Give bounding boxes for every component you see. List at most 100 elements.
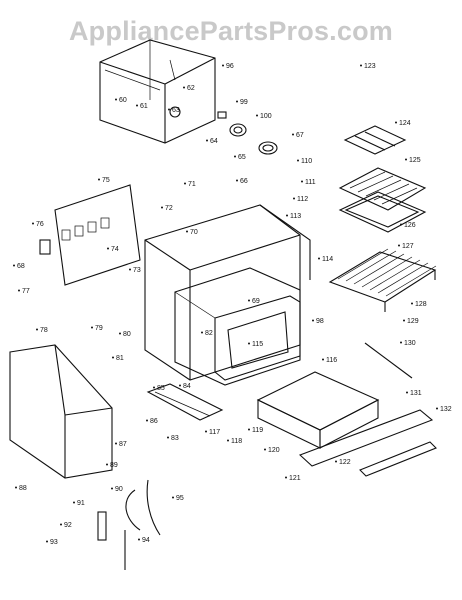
- leader-dot-77: [18, 289, 20, 292]
- leader-dot-63: [168, 108, 170, 111]
- leader-dot-113: [286, 214, 288, 217]
- part-label-63: 63: [172, 107, 180, 114]
- leader-dot-75: [98, 178, 100, 181]
- part-label-96: 96: [226, 63, 234, 70]
- part-label-95: 95: [176, 495, 184, 502]
- part-label-116: 116: [326, 357, 337, 364]
- leader-dot-93: [46, 540, 48, 543]
- leader-dot-124: [395, 121, 397, 124]
- leveling-parts: [97, 479, 161, 570]
- oven-liner: [174, 267, 301, 386]
- leader-dot-122: [335, 460, 337, 463]
- leader-dot-90: [111, 487, 113, 490]
- leader-dot-76: [32, 222, 34, 225]
- leader-dot-91: [73, 501, 75, 504]
- leader-dot-87: [115, 442, 117, 445]
- leader-dot-83: [167, 436, 169, 439]
- part-label-132: 132: [440, 406, 452, 413]
- leader-dot-114: [318, 257, 320, 260]
- part-label-67: 67: [296, 132, 304, 139]
- leader-dot-100: [256, 114, 258, 117]
- part-label-113: 113: [290, 213, 301, 220]
- part-label-83: 83: [171, 435, 179, 442]
- part-label-76: 76: [36, 221, 44, 228]
- leader-dot-65: [234, 155, 236, 158]
- leader-dot-78: [36, 328, 38, 331]
- leader-dot-115: [248, 342, 250, 345]
- leader-dot-130: [400, 341, 402, 344]
- leader-dot-116: [322, 358, 324, 361]
- part-label-61: 61: [140, 103, 148, 110]
- leader-dot-60: [115, 98, 117, 101]
- leader-dot-61: [136, 104, 138, 107]
- leader-dot-126: [400, 223, 402, 226]
- part-label-117: 117: [209, 429, 220, 436]
- storage-drawer: [256, 371, 380, 449]
- part-label-94: 94: [142, 537, 150, 544]
- leader-dot-62: [183, 86, 185, 89]
- part-label-124: 124: [399, 120, 411, 127]
- leader-dot-82: [201, 331, 203, 334]
- leader-dot-70: [186, 230, 188, 233]
- leader-dot-89: [106, 463, 108, 466]
- part-label-90: 90: [115, 486, 123, 493]
- watermark: AppliancePartsPros.com: [68, 16, 393, 46]
- part-label-89: 89: [110, 462, 118, 469]
- part-label-84: 84: [183, 383, 191, 390]
- leader-dot-86: [146, 419, 148, 422]
- leader-dot-128: [411, 302, 413, 305]
- part-label-123: 123: [364, 63, 376, 70]
- leader-dot-79: [91, 326, 93, 329]
- part-label-115: 115: [252, 341, 263, 348]
- leader-dot-111: [301, 180, 303, 183]
- part-label-92: 92: [64, 522, 72, 529]
- side-panel-75: [39, 184, 141, 286]
- leader-dot-99: [236, 100, 238, 103]
- part-label-77: 77: [22, 288, 30, 295]
- part-label-118: 118: [231, 438, 242, 445]
- part-label-73: 73: [133, 267, 141, 274]
- part-label-121: 121: [289, 475, 301, 482]
- leader-dot-117: [205, 430, 207, 433]
- burner-ring-parts: [217, 111, 278, 155]
- part-label-130: 130: [404, 340, 416, 347]
- part-label-127: 127: [402, 243, 414, 250]
- drawer-front: [298, 409, 437, 477]
- part-label-98: 98: [316, 318, 324, 325]
- part-label-91: 91: [77, 500, 85, 507]
- part-label-85: 85: [157, 385, 165, 392]
- part-label-131: 131: [410, 390, 422, 397]
- part-label-78: 78: [40, 327, 48, 334]
- part-label-71: 71: [188, 181, 196, 188]
- leader-dot-69: [248, 299, 250, 302]
- part-label-110: 110: [301, 158, 312, 165]
- oven-rack: [328, 248, 437, 312]
- part-label-70: 70: [190, 229, 198, 236]
- part-label-111: 111: [305, 179, 316, 186]
- leader-dot-84: [179, 384, 181, 387]
- leader-dot-110: [297, 159, 299, 162]
- leader-dot-67: [292, 133, 294, 136]
- leader-dot-132: [436, 407, 438, 410]
- part-label-100: 100: [260, 113, 272, 120]
- leader-dot-72: [161, 206, 163, 209]
- leader-dot-127: [398, 244, 400, 247]
- leader-dot-96: [222, 64, 224, 67]
- leader-dot-95: [172, 496, 174, 499]
- leader-dot-121: [285, 476, 287, 479]
- part-label-112: 112: [297, 196, 308, 203]
- cabinet-top-box: [99, 39, 216, 144]
- leader-dot-112: [293, 197, 295, 200]
- part-label-119: 119: [252, 427, 263, 434]
- leader-dot-71: [184, 182, 186, 185]
- bottom-bracket-86: [146, 383, 224, 421]
- leader-dot-88: [15, 486, 17, 489]
- leader-dot-68: [13, 264, 15, 267]
- leader-dot-66: [236, 179, 238, 182]
- leader-dot-118: [227, 439, 229, 442]
- leader-dot-81: [112, 356, 114, 359]
- part-label-65: 65: [238, 154, 246, 161]
- part-label-125: 125: [409, 157, 421, 164]
- leader-dot-98: [312, 319, 314, 322]
- part-label-128: 128: [415, 301, 427, 308]
